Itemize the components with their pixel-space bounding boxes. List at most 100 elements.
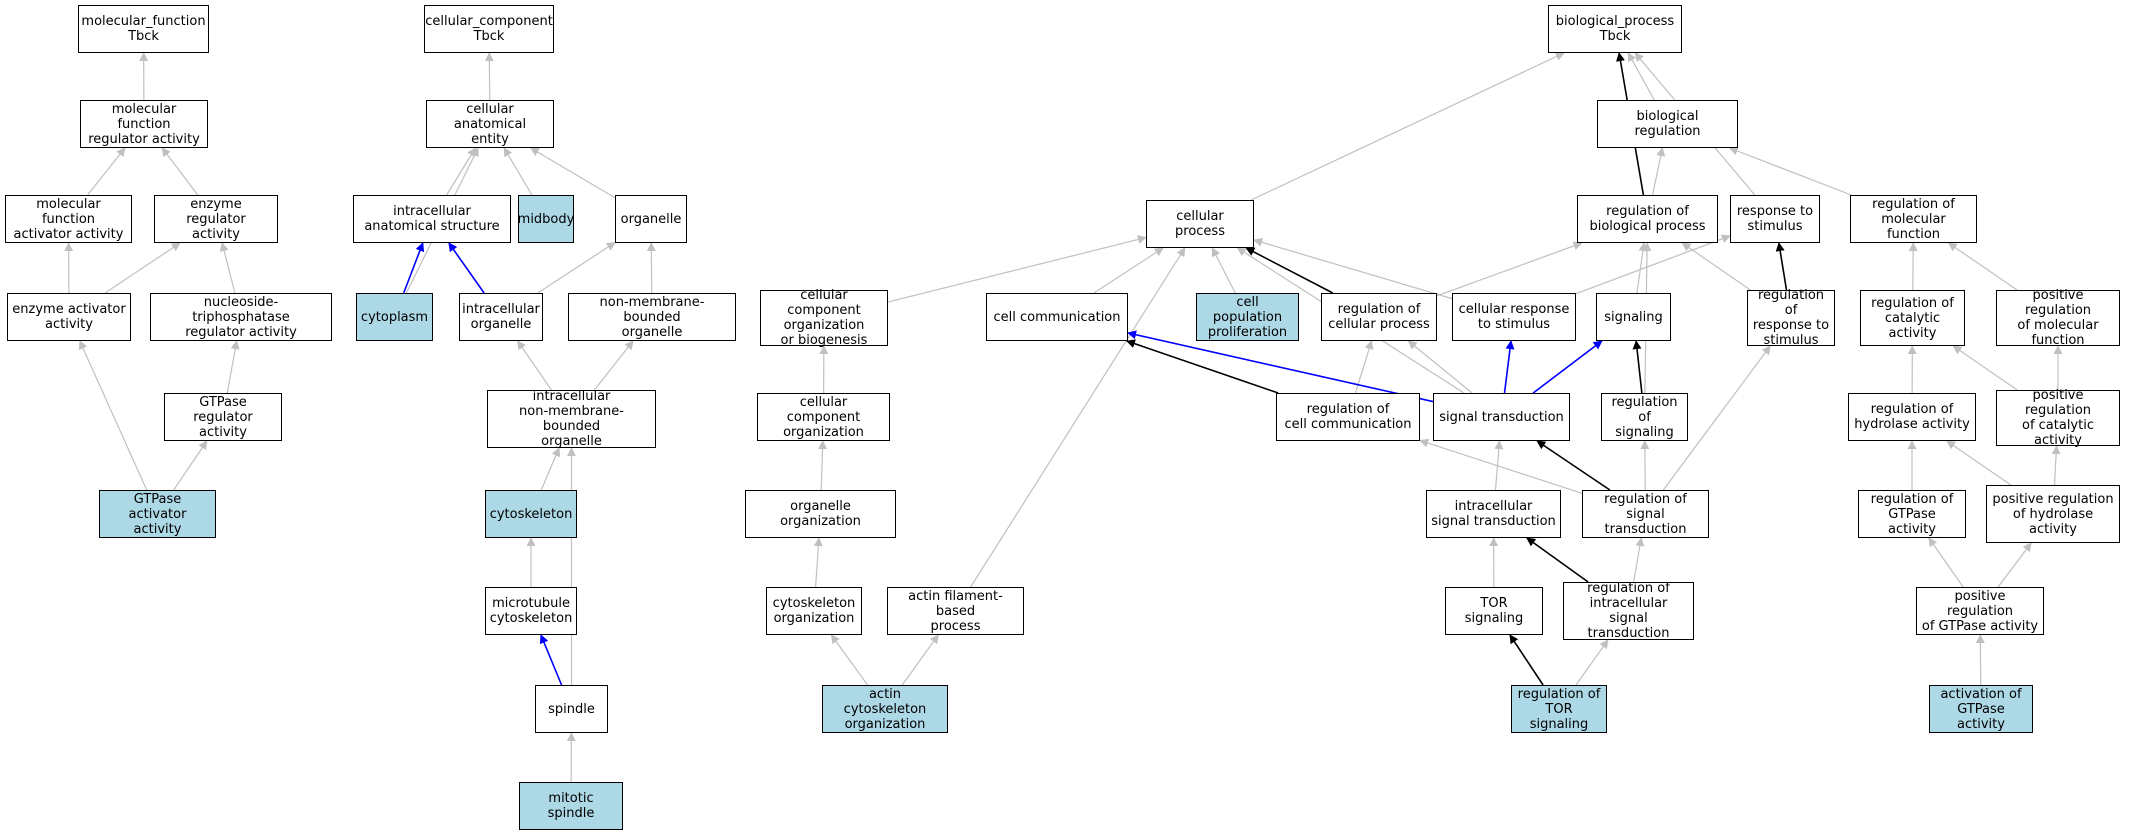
term-node-gtpaa: GTPase activator activity [99,490,216,538]
edge-is-a-cc-to-cp [1093,247,1164,294]
term-node-mfra: molecular function regulator activity [80,100,208,148]
term-node-ntpra: nucleoside-triphosphatase regulator acti… [150,293,332,341]
term-node-agtpa: activation of GTPase activity [1929,685,2033,733]
edge-is-a-rist-to-rst [1632,537,1645,583]
edge-is-a-organelle-to-cae [529,147,616,199]
term-node-era: enzyme regulator activity [154,195,278,243]
edge-is-a-afbp-to-cp [970,247,1186,588]
term-node-nmbo: non-membrane-bounded organelle [568,293,736,341]
term-node-cae: cellular anatomical entity [426,100,554,148]
edge-is-a-eaa-to-era [104,242,181,294]
term-node-prmf: positive regulation of molecular functio… [1996,288,2120,348]
edge-is-a-crs-to-cp [1253,237,1453,300]
term-node-gtpra: GTPase regulator activity [164,393,282,441]
term-node-inmbo: intracellular non-membrane-bounded organ… [487,389,656,449]
edge-is-a-era-to-mfra [161,147,199,196]
term-node-cytoskeleton: cytoskeleton [485,490,577,538]
term-node-cpp: cell population proliferation [1196,293,1299,341]
edge-regulates-rcp-to-cp [1245,247,1334,294]
term-node-rgtpa: regulation of GTPase activity [1858,490,1966,538]
edge-regulates-rtor-to-tor [1509,634,1544,686]
edge-is-a-gtpaa-to-gtpra [173,440,208,491]
edge-is-a-inmbo-to-io [517,340,552,391]
term-node-spindle: spindle [535,685,608,733]
edge-is-a-mfaa-to-mfra [87,147,126,196]
edge-is-a-ccob-to-cp [887,235,1147,303]
edge-regulates-rcc-to-cc [1125,339,1279,394]
term-node-crs: cellular response to stimulus [1452,293,1576,341]
edge-part-of-st-to-signaling [1532,340,1603,394]
term-node-rst: regulation of signal transduction [1582,490,1709,538]
edge-is-a-st-to-rcp [1407,340,1473,394]
term-node-rcp: regulation of cellular process [1321,293,1437,341]
edge-is-a-ist-to-st [1494,440,1504,491]
term-node-cc: cell communication [986,293,1128,341]
term-node-acso: actin cytoskeleton organization [822,685,948,733]
edge-is-a-rtor-to-rist [1575,639,1609,686]
term-node-cco: cellular component organization [757,393,890,441]
edge-is-a-ntpra-to-era [219,242,236,294]
edge-part-of-spindle-to-mtcs [539,634,563,686]
edge-is-a-prgtpa-to-rgtpa [1928,537,1964,588]
edge-regulates-rrs-to-rts [1775,242,1788,291]
edge-part-of-cytoplasm-to-ias [402,242,425,294]
edge-is-a-prgtpa-to-prha [1997,542,2032,588]
edge-is-a-gtpaa-to-eaa [78,340,148,491]
term-node-st: signal transduction [1433,393,1570,441]
edge-is-a-prca-to-rca [1952,345,2018,391]
term-node-eaa: enzyme activator activity [7,293,131,341]
term-node-organelle: organelle [615,195,687,243]
term-node-cc-root: cellular_component Tbck [424,5,554,53]
edge-regulates-rist-to-ist [1526,537,1589,583]
edge-is-a-rst-to-rcc [1419,438,1583,494]
term-node-rsig: regulation of signaling [1601,393,1688,441]
edge-regulates-rsig-to-signaling [1632,340,1643,394]
term-node-rmf: regulation of molecular function [1850,195,1977,243]
term-node-mf-root: molecular_function Tbck [78,5,209,53]
edge-is-a-rst-to-rrs [1662,345,1771,491]
edge-is-a-signaling-to-rbp [1636,242,1648,294]
edge-is-a-breg-to-bp_root [1627,52,1655,101]
term-node-mfaa: molecular function activator activity [5,195,132,243]
edge-regulates-rst-to-st [1536,440,1611,491]
edge-is-a-rst-to-rsig [1640,440,1650,491]
edge-is-a-nmbo-to-organelle [646,242,656,294]
term-node-ccob: cellular component organization or bioge… [760,288,888,348]
term-node-breg: biological regulation [1597,100,1738,148]
term-node-rist: regulation of intracellular signal trans… [1563,581,1694,641]
edge-is-a-rbp-to-breg [1651,147,1666,196]
edge-is-a-cso-to-oo [813,537,823,588]
edge-is-a-io-to-organelle [537,242,616,294]
edge-is-a-crs-to-rts [1575,234,1731,295]
edge-is-a-inmbo-to-nmbo [593,340,634,391]
edge-is-a-cp-to-bp_root [1250,52,1565,201]
edge-is-a-prha-to-rha [1946,440,2012,486]
term-node-rha: regulation of hydrolase activity [1848,393,1976,441]
edge-is-a-cytoskeleton-to-inmbo [540,447,561,491]
edge-is-a-acso-to-cso [830,634,869,686]
term-node-cytoplasm: cytoplasm [356,293,433,341]
term-node-mtcs: microtubule cytoskeleton [485,587,577,635]
term-node-prha: positive regulation of hydrolase activit… [1986,485,2120,543]
term-node-rtor: regulation of TOR signaling [1511,685,1607,733]
term-node-bp-root: biological_process Tbck [1548,5,1682,53]
edge-part-of-io-to-ias [448,242,485,294]
edge-is-a-oo-to-cco [818,440,828,491]
edge-is-a-rrs-to-rbp [1681,242,1751,291]
edge-is-a-ias-to-cae [446,147,476,196]
term-node-signaling: signaling [1596,293,1671,341]
edge-is-a-gtpra-to-ntpra [226,340,240,394]
term-node-rcc: regulation of cell communication [1276,393,1420,441]
term-node-io: intracellular organelle [459,293,543,341]
edge-is-a-acso-to-afbp [901,634,939,686]
term-node-cso: cytoskeleton organization [766,587,862,635]
edge-is-a-midbody-to-cae [503,147,533,196]
term-node-mspindle: mitotic spindle [519,782,623,830]
edge-part-of-st-to-crs [1503,340,1515,394]
term-node-rts: response to stimulus [1730,195,1820,243]
edge-part-of-st-to-cc [1127,330,1434,403]
term-node-oo: organelle organization [745,490,896,538]
edge-is-a-prha-to-prca [2051,445,2061,486]
edge-is-a-rcp-to-rbp [1436,241,1583,297]
